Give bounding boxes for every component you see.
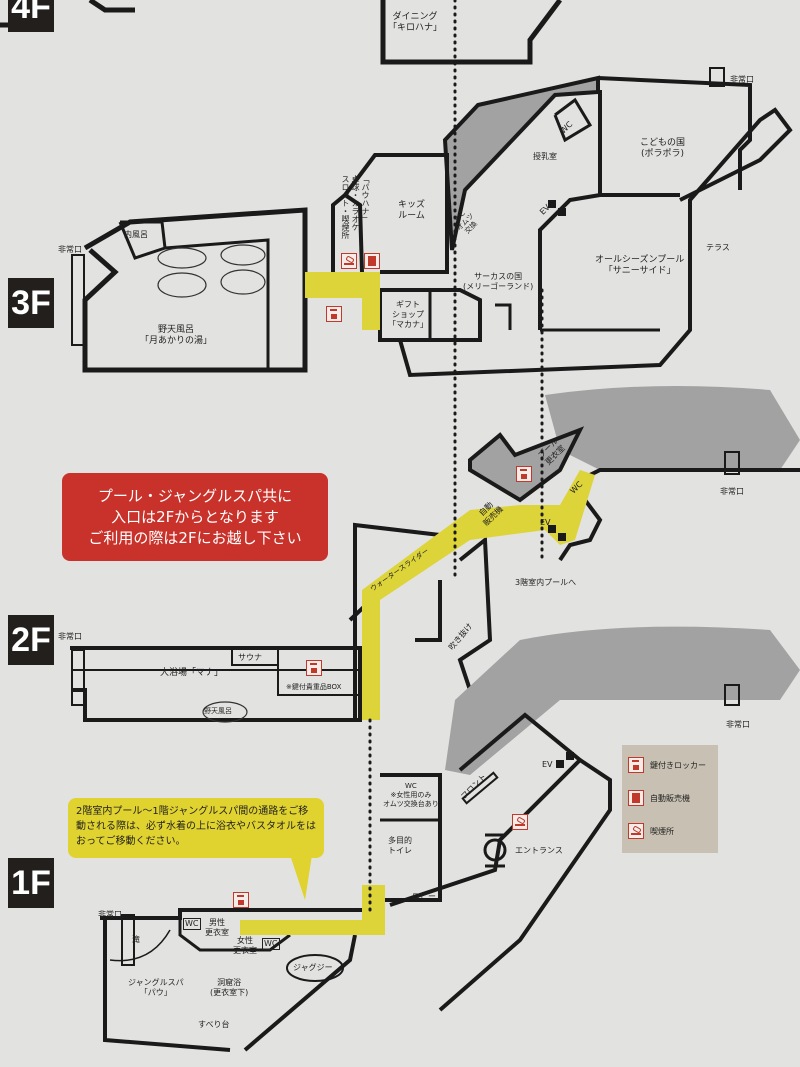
- room-women-changing: 女性 更衣室: [233, 936, 257, 955]
- smoking-area-icon: [512, 814, 528, 830]
- room-pool: オールシーズンプール 「サニーサイド」: [595, 255, 685, 276]
- stairs-icon: [724, 451, 740, 475]
- area-lobby: ロビー: [412, 892, 436, 901]
- room-gift-shop: ギフト ショップ 「マカナ」: [388, 300, 428, 329]
- front-desk: [461, 771, 499, 805]
- elevator-icon: [548, 200, 574, 768]
- smoking-area-icon: [341, 253, 357, 269]
- locker-icon: [326, 306, 342, 322]
- stairs-icon: [724, 684, 740, 706]
- room-wc: WC: [183, 918, 201, 930]
- locker-icon: [628, 757, 644, 773]
- area-jungle-spa: ジャングルスパ 「パウ」: [128, 978, 184, 997]
- notice-line: プール・ジャングルスパ共に: [97, 486, 293, 505]
- room-wc: WC: [262, 938, 280, 950]
- stairs-icon: [71, 649, 85, 706]
- swimwear-notice: 2階室内プール～1階ジャングルスパ間の通路をご移動される際は、必ず水着の上に浴衣…: [68, 798, 324, 858]
- corridor-3f: [305, 272, 380, 330]
- callout-tail: [290, 855, 312, 900]
- wall-4f-dining: [380, 0, 562, 65]
- room-sauna: サウナ: [238, 653, 262, 662]
- locker-icon: [233, 892, 249, 908]
- floor-label-1f: 1F: [8, 858, 54, 908]
- vending-machine-icon: [628, 790, 644, 806]
- legend: 鍵付きロッカー 自動販売機 喫煙所: [622, 745, 718, 853]
- wall-3f-outdoor-bath: [82, 207, 308, 373]
- room-men-changing: 男性 更衣室: [205, 918, 229, 937]
- room-pauhana: 「パウハナ」 卓球・カラオケ スロット・喫煙所: [341, 175, 370, 239]
- outdoor-bath-rocks: [157, 244, 266, 723]
- wall-2f-main-bath: [70, 646, 362, 722]
- corridor-1f: [240, 885, 385, 935]
- room-indoor-bath: 内風呂: [124, 230, 148, 239]
- locker-icon: [516, 466, 532, 482]
- floor-label-2f: 2F: [8, 615, 54, 665]
- stairs-icon: [709, 67, 725, 87]
- room-main-bath: 大浴場「マナ」: [160, 668, 224, 678]
- vending-machine-icon: [364, 253, 380, 269]
- notice-line: 入口は2Fからとなります: [111, 507, 279, 526]
- elevator-label: EV: [542, 760, 553, 769]
- area-cave-bath: 洞窟浴 (更衣室下): [210, 978, 249, 997]
- room-circus: サーカスの国 (メリーゴーランド): [463, 272, 534, 291]
- emergency-exit: 非常口: [98, 910, 122, 919]
- locker-icon: [306, 660, 322, 676]
- elevator-label: EV: [540, 518, 551, 527]
- floor-label-4f: 4F: [8, 0, 54, 32]
- smoking-area-icon: [628, 823, 644, 839]
- corridor-2f: [362, 470, 595, 720]
- area-jacuzzi: ジャグジー: [293, 963, 333, 972]
- valuables-box-label: ※鍵付貴重品BOX: [286, 683, 342, 691]
- entrance-door-icon: [483, 833, 507, 868]
- floor-label-3f: 3F: [8, 278, 54, 328]
- legend-label: 喫煙所: [650, 826, 674, 836]
- legend-item: 喫煙所: [628, 823, 674, 839]
- shared-area-2f: [545, 386, 800, 470]
- emergency-exit: 非常口: [730, 75, 754, 84]
- room-multipurpose-toilet: 多目的 トイレ: [388, 836, 412, 855]
- room-kids: キッズ ルーム: [398, 200, 426, 221]
- legend-label: 自動販売機: [650, 793, 690, 803]
- area-entrance: エントランス: [515, 846, 563, 855]
- room-wc-women: WC ※女性用のみ オムツ交換台あり: [383, 782, 439, 808]
- emergency-exit: 非常口: [58, 632, 82, 641]
- shared-area-1f: [445, 626, 800, 775]
- area-waterfall: 滝: [132, 935, 140, 944]
- stairs-icon: [71, 254, 85, 346]
- emergency-exit: 非常口: [58, 245, 82, 254]
- area-slide: すべり台: [198, 1020, 230, 1029]
- room-outdoor-bath: 野天風呂: [204, 707, 232, 715]
- stairs-icon: [121, 914, 135, 966]
- emergency-exit: 非常口: [726, 720, 750, 729]
- wall-4f: [88, 0, 135, 13]
- entrance-notice: プール・ジャングルスパ共に 入口は2Fからとなります ご利用の際は2Fにお越し下…: [62, 473, 328, 561]
- legend-item: 自動販売機: [628, 790, 690, 806]
- emergency-exit: 非常口: [720, 487, 744, 496]
- room-outdoor-bath: 野天風呂 「月あかりの湯」: [140, 325, 213, 346]
- legend-item: 鍵付きロッカー: [628, 757, 706, 773]
- area-terrace: テラス: [706, 243, 730, 252]
- notice-line: ご利用の際は2Fにお越し下さい: [88, 528, 302, 547]
- room-kids-land: こどもの国 (ポラポラ): [640, 138, 686, 159]
- room-nursing: 授乳室: [533, 152, 557, 161]
- legend-label: 鍵付きロッカー: [650, 760, 706, 770]
- room-dining: ダイニング 「キロハナ」: [388, 12, 443, 33]
- to-3f-pool-label: 3階室内プールへ: [515, 578, 577, 587]
